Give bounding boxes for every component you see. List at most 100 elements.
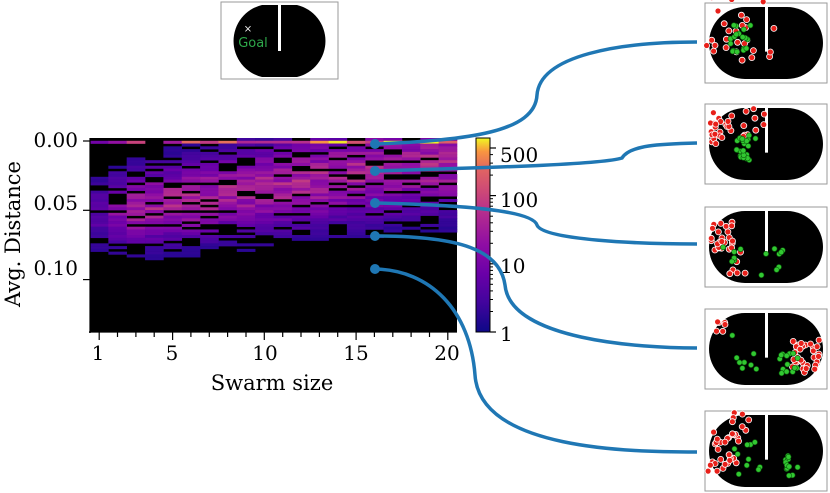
heatmap-cell [328, 218, 348, 222]
heatmap-cell [420, 143, 439, 147]
heatmap-cell [218, 140, 238, 144]
agent-red [733, 269, 741, 277]
heatmap-cell [401, 146, 421, 150]
heatmap-cell [126, 207, 146, 211]
heatmap-cell [236, 201, 256, 205]
heatmap-cell [90, 232, 109, 236]
heatmap-cell [273, 190, 293, 194]
heatmap-cell [438, 154, 458, 158]
heatmap-cell [145, 165, 164, 169]
heatmap-cell [346, 171, 366, 175]
heatmap-cell [126, 198, 146, 203]
agent-red [721, 321, 729, 328]
heatmap-cell [255, 140, 274, 144]
heatmap-cell [255, 221, 274, 225]
agent-green [729, 258, 735, 265]
heatmap-cell [126, 201, 146, 205]
heatmap-cell [401, 193, 421, 197]
heatmap-cell [328, 162, 348, 167]
heatmap-cell [126, 210, 146, 214]
heatmap-cell [273, 151, 293, 155]
agent-red [729, 418, 736, 426]
agent-red [721, 438, 729, 446]
heatmap-cell [401, 215, 421, 219]
colorbar-tick-1: 1 [500, 322, 513, 346]
heatmap-cell [255, 182, 274, 186]
heatmap-cell [163, 146, 183, 150]
heatmap-cell [291, 149, 311, 153]
x-tick-4: 20 [434, 341, 459, 365]
heatmap-cell [236, 140, 256, 144]
heatmap-cell [218, 157, 238, 161]
agent-green [778, 370, 785, 377]
heatmap-cell [310, 215, 329, 219]
heatmap-cell [365, 196, 384, 200]
heatmap-cell [181, 168, 201, 172]
agent-red [719, 327, 727, 335]
heatmap-cell [310, 218, 329, 222]
heatmap-cell [218, 201, 238, 205]
agent-red [713, 467, 721, 475]
heatmap-cell [236, 204, 256, 208]
heatmap-cell [420, 212, 439, 216]
agent-green [729, 332, 736, 339]
heatmap-cell [310, 196, 329, 200]
heatmap-cell [145, 210, 164, 214]
heatmap-cell [383, 187, 403, 191]
agent-green [733, 146, 740, 153]
agent-red [760, 110, 768, 118]
connector-line-5 [374, 267, 698, 454]
heatmap-cell [108, 218, 127, 222]
heatmap-cell [108, 246, 127, 250]
heatmap-cell [438, 143, 458, 147]
heatmap-cell [346, 221, 366, 225]
heatmap-cell [346, 157, 366, 161]
x-tick-1: 5 [166, 341, 179, 365]
connector-line-3 [374, 201, 698, 246]
heatmap-cell [218, 243, 238, 247]
heatmap-cell [438, 226, 458, 230]
agent-red [760, 121, 768, 128]
heatmap-cell [200, 187, 219, 191]
heatmap-cell [346, 162, 366, 167]
heatmap-cell [346, 196, 366, 200]
heatmap-cell [181, 193, 201, 197]
heatmap-cell [401, 179, 421, 183]
heatmap-cell [181, 232, 201, 236]
colorbar-tick-500: 500 [500, 143, 538, 167]
heatmap-cell [108, 215, 127, 219]
heatmap-cell [255, 154, 274, 158]
heatmap-cell [291, 196, 311, 200]
heatmap-cell [310, 221, 329, 225]
heatmap-cell [420, 190, 439, 194]
agent-red [740, 122, 748, 129]
heatmap-cell [438, 179, 458, 183]
agent-green [745, 456, 752, 463]
heatmap-cell [420, 179, 439, 183]
heatmap-cell [200, 221, 219, 225]
agent-green [743, 462, 750, 469]
heatmap-cell [291, 187, 311, 191]
heatmap-cell [383, 182, 403, 186]
heatmap-cell [346, 232, 366, 236]
heatmap-cell [126, 204, 146, 208]
heatmap-cell [383, 162, 403, 167]
heatmap-cell [273, 146, 293, 150]
y-axis-label: Avg. Distance [1, 161, 25, 308]
agent-green [736, 359, 743, 366]
heatmap-cell [273, 223, 293, 227]
heatmap-cell [291, 160, 311, 164]
heatmap-cell [108, 165, 127, 169]
goal-label: Goal [238, 36, 268, 51]
agent-green [739, 365, 746, 372]
heatmap-cell [236, 229, 256, 233]
heatmap-cell [438, 160, 458, 164]
heatmap-cell [181, 154, 201, 158]
heatmap-cell [200, 229, 219, 233]
heatmap-cell [236, 212, 256, 216]
heatmap-cell [236, 179, 256, 183]
snapshot-panels [703, 0, 828, 492]
heatmap-cell [145, 254, 164, 258]
heatmap-cell [218, 193, 238, 197]
heatmap-cell [365, 226, 384, 230]
